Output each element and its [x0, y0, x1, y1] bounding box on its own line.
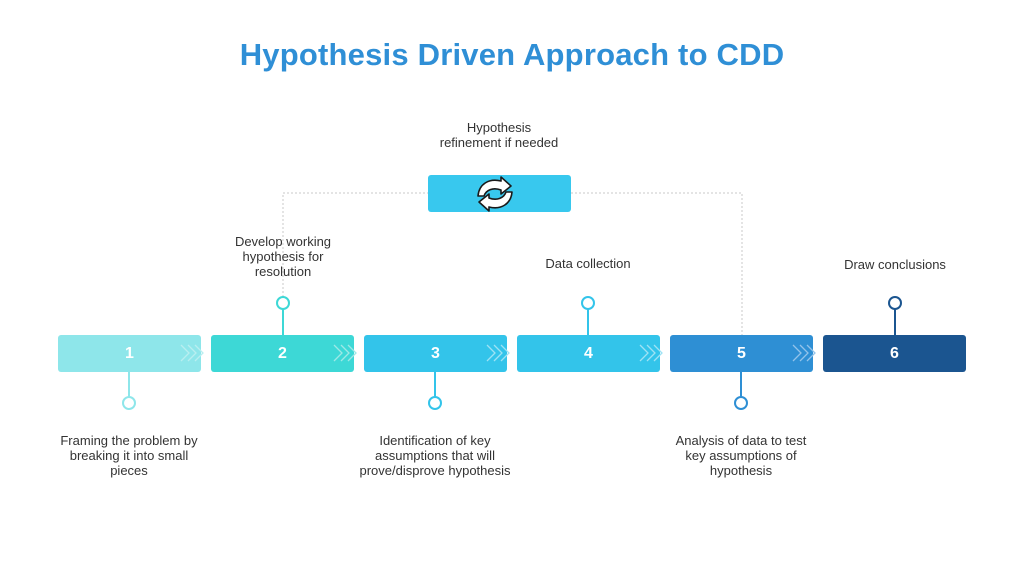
chevron-right-icon	[792, 344, 816, 362]
step-2-pin	[276, 296, 290, 310]
refinement-box	[428, 175, 571, 212]
step-3-pin	[428, 396, 442, 410]
step-1-label: Framing the problem by breaking it into …	[60, 433, 198, 478]
step-4-pin	[581, 296, 595, 310]
refinement-label: Hypothesis refinement if needed	[439, 120, 559, 150]
step-4-label: Data collection	[545, 256, 631, 271]
step-5-box: 5	[670, 335, 813, 372]
chevron-right-icon	[180, 344, 204, 362]
chevron-right-icon	[333, 344, 357, 362]
step-2-label: Develop working hypothesis for resolutio…	[234, 234, 332, 279]
step-5-label: Analysis of data to test key assumptions…	[675, 433, 807, 478]
step-2-box: 2	[211, 335, 354, 372]
step-4-number: 4	[584, 344, 593, 362]
step-6-pin	[888, 296, 902, 310]
step-5-number: 5	[737, 344, 746, 362]
step-1-number: 1	[125, 344, 134, 362]
chevron-right-icon	[639, 344, 663, 362]
page-title: Hypothesis Driven Approach to CDD	[239, 37, 785, 72]
step-1-pin	[122, 396, 136, 410]
step-3-number: 3	[431, 344, 440, 362]
step-2-number: 2	[278, 344, 287, 362]
step-6-box: 6	[823, 335, 966, 372]
chevron-right-icon	[486, 344, 510, 362]
step-4-box: 4	[517, 335, 660, 372]
step-5-pin	[734, 396, 748, 410]
step-6-label: Draw conclusions	[844, 257, 946, 272]
step-6-number: 6	[890, 344, 899, 362]
step-1-box: 1	[58, 335, 201, 372]
step-3-label: Identification of key assumptions that w…	[359, 433, 511, 478]
refresh-cycle-icon	[477, 176, 513, 212]
step-3-box: 3	[364, 335, 507, 372]
